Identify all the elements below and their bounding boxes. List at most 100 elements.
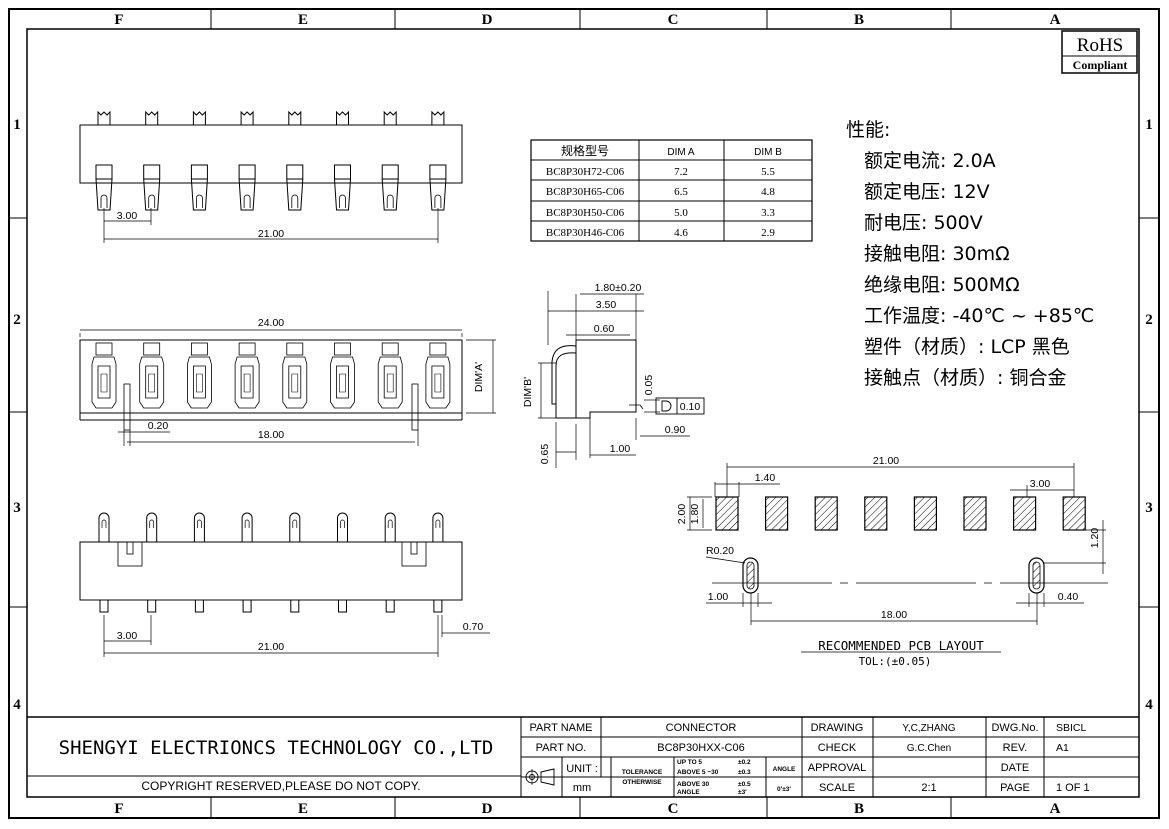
front-view: 24.00 0.20 18.00 DIM'A' (79, 317, 496, 446)
dim-tol: 1.80±0.20 (595, 282, 642, 294)
projection-symbol-icon (524, 768, 555, 786)
page-label: PAGE (1000, 782, 1030, 794)
contact-window (187, 342, 212, 409)
dim-s: 0.60 (594, 323, 615, 335)
dim-small: 0.20 (148, 420, 169, 432)
tolerance-value: ±3' (738, 789, 747, 796)
spec-line: 塑件（材质）: LCP 黑色 (864, 336, 1070, 358)
dim-05: 0.05 (643, 375, 655, 396)
tolerance-range: ABOVE 5 ~30 (677, 769, 719, 776)
dim-post: 18.00 (258, 429, 284, 441)
contact-window (139, 342, 165, 409)
pcb-pad (715, 496, 739, 531)
contact-pin (238, 110, 256, 211)
spec-line: 接触电阻: 30mΩ (864, 243, 1010, 265)
table-cell: 5.5 (761, 166, 775, 178)
col-label-top: C (668, 12, 679, 28)
table-cell: BC8P30H50-C06 (546, 207, 625, 219)
contact-pin (190, 110, 208, 211)
contact-pin (286, 110, 304, 211)
spec-list: 性能: 额定电流: 2.0A 额定电压: 12V 耐电压: 500V 接触电阻:… (846, 119, 1094, 389)
contact-pin (95, 110, 113, 211)
part-no: BC8P30HXX-C06 (657, 742, 744, 754)
dim-040: 0.40 (1058, 591, 1079, 603)
contact-pin (98, 512, 110, 613)
table-cell: 6.5 (674, 186, 688, 198)
contact-window (377, 342, 403, 409)
spec-line: 工作温度: -40℃ ~ +85℃ (864, 305, 1094, 327)
part-name: CONNECTOR (666, 722, 737, 734)
border-labels: F E D C B A F E D C B A 1 2 3 4 1 2 3 4 (13, 12, 1153, 817)
flatness-value: 0.10 (680, 401, 701, 413)
contact-pin (193, 512, 205, 613)
col-label-bottom: C (668, 801, 679, 817)
tolerance-value: ±0.2 (738, 759, 751, 766)
col-label-top: F (114, 12, 123, 28)
check-label: CHECK (818, 742, 857, 754)
dim-total: 21.00 (258, 641, 284, 653)
dim-pitch: 3.00 (117, 210, 138, 222)
contact-pin (337, 512, 348, 613)
dim-120: 1.20 (1089, 528, 1101, 549)
table-cell: BC8P30H46-C06 (546, 227, 625, 239)
contact-pin (384, 512, 396, 613)
dim-total: 21.00 (873, 455, 899, 467)
tolerance-label: TOLERANCE (622, 769, 663, 776)
spec-title: 性能: (846, 119, 890, 141)
dim-100: 1.00 (708, 591, 729, 603)
col-label-top: B (854, 12, 864, 28)
table-cell: 2.9 (761, 227, 775, 239)
dim-pin: 0.70 (463, 621, 484, 633)
dim-post: 18.00 (881, 609, 907, 621)
table-header: DIM B (754, 147, 782, 158)
copyright-note: COPYRIGHT RESERVED,PLEASE DO NOT COPY. (141, 779, 420, 793)
dwg-label: DWG.No. (991, 722, 1038, 734)
row-label-right: 2 (1145, 312, 1153, 328)
contact-window (425, 342, 451, 409)
contact-pin (432, 512, 444, 613)
part-no-label: PART NO. (536, 742, 587, 754)
tolerance-range: ABOVE 30 (677, 781, 710, 788)
table-cell: BC8P30H65-C06 (546, 186, 625, 198)
contact-pin (334, 110, 351, 211)
drawing-by: Y,C,ZHANG (902, 723, 955, 734)
pcb-pads (715, 496, 1086, 531)
spec-line: 额定电流: 2.0A (864, 150, 996, 172)
tolerance-value: ±0.5 (738, 781, 751, 788)
col-label-bottom: B (854, 801, 864, 817)
spec-line: 绝缘电阻: 500MΩ (864, 274, 1020, 296)
dim-140: 1.40 (755, 472, 776, 484)
unit: mm (573, 782, 591, 794)
table-cell: 5.0 (674, 207, 688, 219)
contact-pin (289, 512, 301, 613)
title-block: SHENGYI ELECTRIONCS TECHNOLOGY CO.,LTD C… (27, 716, 1139, 797)
dwg-no: SBICL (1056, 722, 1087, 734)
row-label-right: 3 (1145, 500, 1153, 516)
table-cell: BC8P30H72-C06 (546, 166, 625, 178)
tolerance-range: UP TO 5 (677, 759, 702, 766)
tolerance-range: ANGLE (677, 789, 700, 796)
row-label-right: 1 (1145, 117, 1153, 133)
spec-line: 耐电压: 500V (864, 212, 983, 234)
side-view: 1.80±0.20 3.50 0.60 DIM'B' 0.05 0.10 0.9… (522, 282, 705, 468)
top-view-pins (95, 110, 447, 211)
unit-label: UNIT : (566, 763, 598, 775)
check-by: G.C.Chen (907, 743, 951, 754)
dim-table: 规格型号 DIM A DIM B BC8P30H72-C06 7.2 5.5 B… (530, 139, 813, 242)
col-label-top: E (298, 12, 308, 28)
col-label-bottom: A (1050, 801, 1061, 817)
row-label-left: 1 (13, 117, 21, 133)
col-label-bottom: D (482, 801, 493, 817)
rev: A1 (1056, 742, 1069, 754)
approval-label: APPROVAL (808, 762, 867, 774)
company-name: SHENGYI ELECTRIONCS TECHNOLOGY CO.,LTD (59, 737, 494, 759)
contact-pin (381, 110, 399, 211)
rev-label: REV. (1003, 742, 1028, 754)
contact-pin (241, 512, 253, 613)
pcb-pad (814, 496, 838, 531)
pcb-title: RECOMMENDED PCB LAYOUT (818, 638, 984, 653)
angle-label: ANGLE (773, 766, 796, 773)
scale-label: SCALE (819, 782, 855, 794)
dim-pitch: 3.00 (117, 630, 138, 642)
